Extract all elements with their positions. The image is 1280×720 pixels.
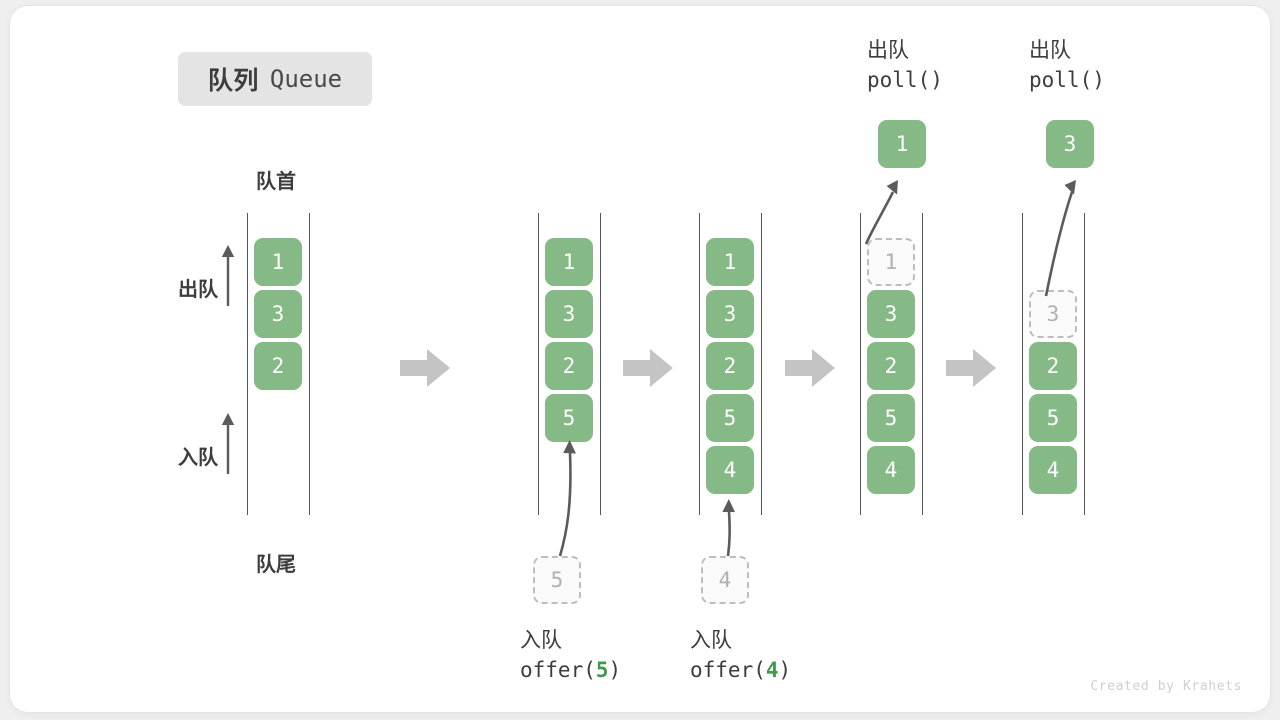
stage-transition-arrow-icon	[785, 349, 835, 387]
enqueue-motion-arrow-icon	[722, 499, 735, 557]
queue-rail-left	[1022, 213, 1023, 515]
queue-cell-empty	[254, 394, 302, 442]
incoming-element-ghost: 5	[533, 556, 581, 604]
queue-rail-right	[761, 213, 762, 515]
popped-element: 3	[1046, 120, 1094, 168]
caption-cn: 出队	[867, 38, 909, 62]
title-chinese: 队列	[207, 66, 259, 95]
title-badge: 队列 Queue	[178, 52, 372, 106]
caption-offer-4: 入队 offer(4)	[690, 626, 791, 686]
caption-code-number: 5	[595, 657, 609, 682]
enqueue-direction-label: 入队	[178, 445, 218, 469]
stage-transition-arrow-icon	[623, 349, 673, 387]
queue-cell-ghost: 3	[1029, 290, 1077, 338]
title-english: Queue	[269, 65, 343, 93]
queue-cell: 3	[867, 290, 915, 338]
dequeue-direction-arrow-icon	[221, 245, 235, 306]
queue-rail-left	[538, 213, 539, 515]
queue-rail-left	[247, 213, 248, 515]
queue-cell-empty	[254, 446, 302, 494]
watermark: Created by Krahets	[1090, 679, 1242, 694]
stage-transition-arrow-icon	[946, 349, 996, 387]
caption-cn: 入队	[690, 628, 732, 652]
enqueue-motion-arrow-icon	[558, 440, 576, 557]
caption-code: poll()	[1029, 67, 1105, 92]
queue-cell: 2	[1029, 342, 1077, 390]
queue-rail-left	[860, 213, 861, 515]
queue-cell: 4	[706, 446, 754, 494]
queue-cell: 2	[254, 342, 302, 390]
caption-code-number: 4	[765, 657, 779, 682]
caption-code: offer(5)	[520, 657, 622, 682]
queue-cell: 1	[254, 238, 302, 286]
stage-transition-arrow-icon	[400, 349, 450, 387]
queue-cell: 5	[1029, 394, 1077, 442]
dequeue-direction-label: 出队	[178, 277, 218, 301]
queue-rail-right	[600, 213, 601, 515]
queue-cell: 4	[1029, 446, 1077, 494]
incoming-element-ghost: 4	[701, 556, 749, 604]
queue-cell: 5	[867, 394, 915, 442]
queue-cell: 3	[545, 290, 593, 338]
queue-head-label: 队首	[256, 169, 296, 193]
caption-offer-5: 入队 offer(5)	[520, 626, 621, 686]
queue-cell: 2	[867, 342, 915, 390]
caption-code: poll()	[867, 67, 943, 92]
queue-rail-right	[1084, 213, 1085, 515]
dequeue-motion-arrow-icon	[1044, 180, 1076, 297]
queue-cell: 3	[254, 290, 302, 338]
queue-cell-ghost: 1	[867, 238, 915, 286]
queue-cell: 2	[545, 342, 593, 390]
queue-cell: 1	[706, 238, 754, 286]
queue-rail-right	[922, 213, 923, 515]
queue-rail-right	[309, 213, 310, 515]
queue-cell: 5	[545, 394, 593, 442]
caption-code: offer(4)	[690, 657, 792, 682]
queue-tail-label: 队尾	[256, 552, 296, 576]
caption-cn: 出队	[1029, 38, 1071, 62]
caption-cn: 入队	[520, 628, 562, 652]
queue-cell: 3	[706, 290, 754, 338]
queue-cell: 2	[706, 342, 754, 390]
dequeue-motion-arrow-icon	[864, 180, 898, 245]
caption-poll-3: 出队 poll()	[1029, 36, 1105, 96]
queue-cell: 4	[867, 446, 915, 494]
queue-rail-left	[699, 213, 700, 515]
queue-cell: 1	[545, 238, 593, 286]
enqueue-direction-arrow-icon	[221, 413, 235, 474]
queue-cell: 5	[706, 394, 754, 442]
popped-element: 1	[878, 120, 926, 168]
caption-poll-1: 出队 poll()	[867, 36, 943, 96]
